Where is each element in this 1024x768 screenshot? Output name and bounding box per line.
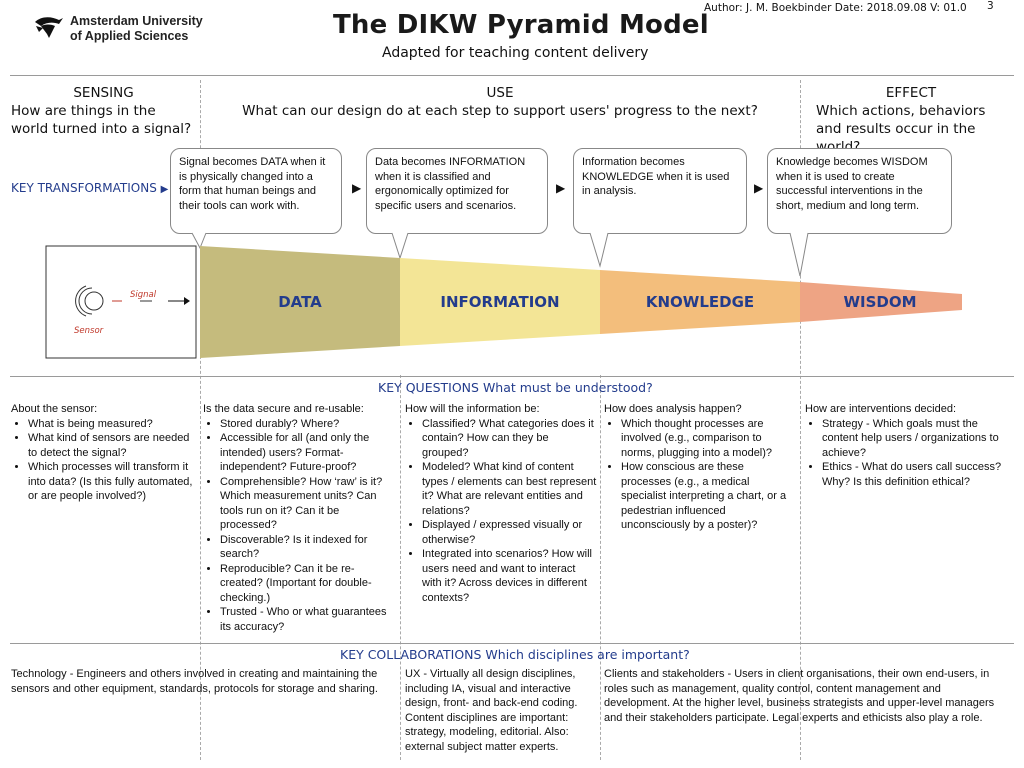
effect-heading: EFFECT	[885, 85, 937, 101]
question-item: Stored durably? Where?	[220, 417, 395, 432]
sensing-heading: SENSING	[73, 85, 134, 101]
bubble-tail	[789, 232, 809, 277]
stage-knowledge	[600, 270, 800, 334]
collaboration-clients: Clients and stakeholders - Users in clie…	[604, 668, 995, 724]
arrow-right-icon: ▶	[556, 181, 566, 195]
question-item: How conscious are these processes (e.g.,…	[621, 460, 796, 533]
key-questions-heading: KEY QUESTIONS What must be understood?	[378, 380, 653, 395]
signal-arrowhead-icon	[184, 297, 190, 305]
sensor-label: Sensor	[74, 326, 104, 336]
bubble-tail	[589, 232, 609, 268]
use-column-heading: USE What can our design do at each step …	[210, 84, 790, 120]
stage-information	[400, 258, 600, 346]
question-item: What is being measured?	[28, 417, 196, 432]
sensing-column-heading: SENSING How are things in the world turn…	[11, 84, 196, 138]
question-item: What kind of sensors are needed to detec…	[28, 431, 196, 460]
question-item: Trusted - Who or what guarantees its acc…	[220, 605, 395, 634]
key-collaborations-heading: KEY COLLABORATIONS Which disciplines are…	[340, 647, 690, 662]
collaboration-ux: UX - Virtually all design disciplines, i…	[405, 668, 578, 753]
logo-line-1: Amsterdam University	[70, 14, 203, 28]
logo: Amsterdam University of Applied Sciences	[33, 12, 223, 46]
page-number: 3	[987, 0, 994, 12]
question-item: Integrated into scenarios? How will user…	[422, 547, 597, 605]
questions-sensing: About the sensor: What is being measured…	[11, 402, 196, 504]
page-subtitle: Adapted for teaching content delivery	[382, 45, 649, 61]
stage-label-wisdom: WISDOM	[843, 293, 916, 311]
divider-sensing-use	[200, 80, 201, 760]
question-item: Modeled? What kind of content types / el…	[422, 460, 597, 518]
questions-intro: How will the information be:	[405, 403, 540, 415]
collaborations-rule	[10, 643, 1014, 644]
questions-intro: How are interventions decided:	[805, 403, 957, 415]
sensor-box	[45, 245, 197, 359]
key-transformations-label: KEY TRANSFORMATIONS ▶	[11, 181, 168, 195]
logo-line-2: of Applied Sciences	[70, 29, 189, 43]
top-rule	[10, 75, 1014, 76]
question-list: Strategy - Which goals must the content …	[805, 417, 1010, 490]
stage-label-knowledge: KNOWLEDGE	[646, 293, 754, 311]
question-item: Accessible for all (and only the intende…	[220, 431, 395, 475]
pointer-right-icon: ▶	[160, 184, 169, 195]
use-heading: USE	[486, 85, 514, 101]
question-item: Strategy - Which goals must the content …	[822, 417, 1010, 461]
questions-wisdom: How are interventions decided: Strategy …	[805, 402, 1010, 489]
dikw-funnel: Sensor Signal DATA INFORMATION KNOWLEDGE…	[45, 232, 962, 359]
stage-label-information: INFORMATION	[440, 293, 559, 311]
key-transformations-text: KEY TRANSFORMATIONS	[11, 181, 157, 195]
use-question: What can our design do at each step to s…	[242, 103, 758, 119]
stage-data	[200, 246, 400, 358]
question-list: Which thought processes are involved (e.…	[604, 417, 796, 533]
question-item: Discoverable? Is it indexed for search?	[220, 533, 395, 562]
sensing-question: How are things in the world turned into …	[11, 103, 192, 137]
bubble-data: Signal becomes DATA when it is physicall…	[170, 148, 342, 234]
uva-bird-logo-icon	[35, 17, 63, 38]
sensor-icon	[75, 285, 104, 317]
question-item: Comprehensible? How ‘raw’ is it? Which m…	[220, 475, 395, 533]
question-list: What is being measured? What kind of sen…	[11, 417, 196, 504]
divider-data-info	[400, 375, 401, 760]
questions-intro: About the sensor:	[11, 403, 98, 415]
questions-information: How will the information be: Classified?…	[405, 402, 597, 605]
question-list: Stored durably? Where? Accessible for al…	[203, 417, 395, 635]
question-item: Classified? What categories does it cont…	[422, 417, 597, 461]
collaboration-technology: Technology - Engineers and others involv…	[11, 668, 378, 695]
questions-intro: Is the data secure and re-usable:	[203, 403, 364, 415]
signal-label: Signal	[130, 290, 157, 300]
divider-info-knowledge	[600, 375, 601, 760]
arrow-right-icon: ▶	[754, 181, 764, 195]
question-item: Displayed / expressed visually or otherw…	[422, 518, 597, 547]
questions-data: Is the data secure and re-usable: Stored…	[203, 402, 395, 634]
question-item: Ethics - What do users call success? Why…	[822, 460, 1010, 489]
question-item: Reproducible? Can it be re-created? (Imp…	[220, 562, 395, 606]
author-line: Author: J. M. Boekbinder Date: 2018.09.0…	[704, 2, 967, 14]
bubble-information: Data becomes INFORMATION when it is clas…	[366, 148, 548, 234]
bubble-wisdom: Knowledge becomes WISDOM when it is used…	[767, 148, 952, 234]
stage-label-data: DATA	[278, 293, 322, 311]
divider-use-effect	[800, 80, 801, 760]
arrow-right-icon: ▶	[352, 181, 362, 195]
questions-rule	[10, 376, 1014, 377]
bubble-knowledge: Information becomes KNOWLEDGE when it is…	[573, 148, 747, 234]
question-item: Which processes will transform it into d…	[28, 460, 196, 504]
question-item: Which thought processes are involved (e.…	[621, 417, 796, 461]
question-list: Classified? What categories does it cont…	[405, 417, 597, 606]
effect-column-heading: EFFECT Which actions, behaviors and resu…	[816, 84, 1006, 156]
stage-wisdom	[800, 282, 962, 322]
bubble-tail	[391, 232, 409, 260]
questions-intro: How does analysis happen?	[604, 403, 742, 415]
page-title: The DIKW Pyramid Model	[333, 10, 709, 40]
questions-knowledge: How does analysis happen? Which thought …	[604, 402, 796, 533]
